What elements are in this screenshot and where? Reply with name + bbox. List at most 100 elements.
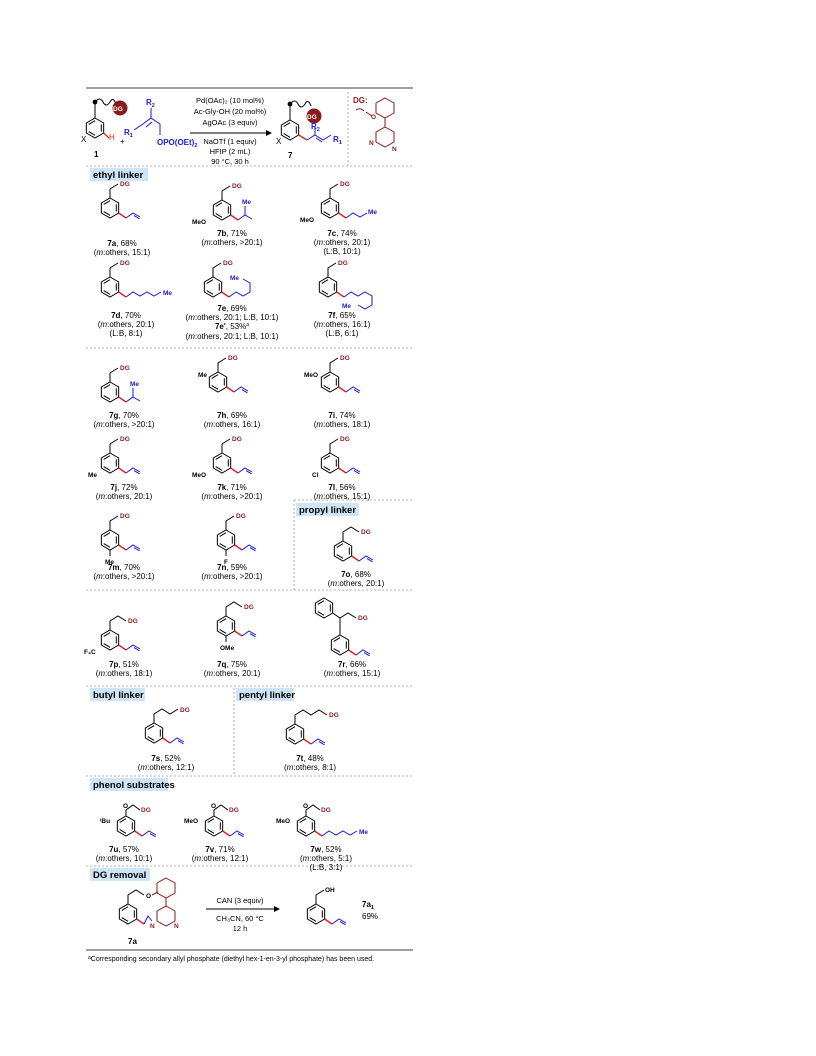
svg-text:R2: R2 [311, 122, 320, 133]
footnote: aCorresponding secondary allyl phosphate… [88, 955, 374, 963]
svg-text:7a1: 7a1 [362, 900, 374, 911]
svg-text:DG: DG [329, 712, 339, 719]
svg-text:DG: DG [340, 436, 350, 443]
caption-7q-yield: 7q, 75% [217, 660, 247, 669]
product-number: 7 [288, 151, 293, 160]
compound-captions: 7a, 68%(m:others, 15:1)7b, 71%(m:others,… [93, 229, 384, 872]
caption-7c-ratio: (m:others, 20:1) [314, 238, 371, 247]
caption-7d-extra: (L:B, 8:1) [110, 329, 143, 338]
svg-text:Me: Me [242, 199, 251, 206]
caption-7j-ratio: (m:others, 20:1) [96, 492, 153, 501]
svg-text:Me: Me [230, 275, 239, 282]
caption-7e-prime-yield: 7e', 53%a [215, 322, 249, 331]
svg-text:Me: Me [88, 472, 97, 479]
dg-removal-cond-below-2: 12 h [233, 924, 248, 933]
section-phenol-substrates: phenol substrates [93, 780, 175, 791]
structure-7h: DG Me [198, 355, 249, 394]
product-7a1-sub: 1 [371, 905, 374, 911]
structure-7w: O DG MeO Me [276, 803, 368, 837]
starting-material-1: X [81, 98, 117, 144]
caption-7f-yield: 7f, 65% [328, 311, 356, 320]
dg-structure [355, 97, 395, 148]
structure-7d: DG Me [100, 260, 172, 298]
cond-above-1: Pd(OAc)₂ (10 mol%) [196, 96, 264, 105]
plus-sign: + [120, 137, 125, 146]
caption-7h-yield: 7h, 69% [217, 411, 247, 420]
caption-7g-ratio: (m:others, >20:1) [93, 420, 154, 429]
svg-text:F₃C: F₃C [84, 649, 96, 656]
svg-text:OH: OH [325, 887, 335, 894]
svg-text:DG: DG [128, 618, 138, 625]
svg-text:DG: DG [141, 807, 151, 814]
svg-text:MeO: MeO [192, 472, 206, 479]
svg-text:Me: Me [163, 290, 172, 297]
structure-7i: DG MeO [304, 355, 361, 394]
caption-7f-ratio: (m:others, 16:1) [314, 320, 371, 329]
svg-text:Me: Me [105, 559, 114, 566]
caption-7a-yield: 7a, 68% [107, 239, 136, 248]
svg-text:R2: R2 [146, 98, 155, 109]
svg-text:R1: R1 [333, 135, 342, 146]
svg-text:DG: DG [340, 181, 350, 188]
caption-7a-ratio: (m:others, 15:1) [94, 248, 151, 257]
section-butyl-linker: butyl linker [93, 690, 144, 701]
caption-7l-yield: 7l, 56% [328, 483, 355, 492]
caption-7i-ratio: (m:others, 18:1) [314, 420, 371, 429]
start-number: 1 [94, 150, 99, 159]
dg-removal-start-label: 7a [128, 937, 137, 946]
svg-text:Me: Me [198, 372, 207, 379]
caption-7t-ratio: (m:others, 8:1) [284, 763, 336, 772]
svg-text:MeO: MeO [192, 219, 206, 226]
svg-text:O: O [146, 893, 151, 900]
caption-7c-extra: (L:B, 10:1) [323, 247, 361, 256]
svg-text:DG: DG [223, 260, 233, 267]
caption-7t-yield: 7t, 48% [296, 754, 324, 763]
reaction-scheme: X DG H 1 + R1 R2 OPO(OEt)2 Pd(OAc)₂ (10 … [81, 92, 397, 166]
caption-7o-ratio: (m:others, 20:1) [328, 579, 385, 588]
caption-7e-prime-ratio: (m:others, 20:1; L:B, 10:1) [186, 332, 279, 341]
caption-7k-ratio: (m:others, >20:1) [201, 492, 262, 501]
caption-7n-yield: 7n, 59% [217, 563, 247, 572]
dg-definition-label: DG: [353, 96, 368, 105]
caption-7w-yield: 7w, 52% [310, 845, 341, 854]
caption-7w-extra: (L:B, 3:1) [310, 863, 343, 872]
svg-text:MeO: MeO [184, 818, 198, 825]
dg-removal-product-7a1: OH [306, 887, 347, 926]
x-label-product: X [276, 137, 282, 146]
dg-removal-cond-above: CAN (3 equiv) [216, 896, 264, 905]
svg-text:R1: R1 [124, 128, 133, 139]
section-propyl-linker: propyl linker [299, 505, 356, 516]
structure-7m: Me DG [100, 513, 141, 566]
svg-text:O: O [123, 803, 128, 810]
svg-text:OMe: OMe [220, 645, 234, 652]
phosphate-label: OPO(OEt) [157, 138, 195, 147]
svg-text:N: N [150, 923, 155, 930]
caption-7u-ratio: (m:others, 10:1) [96, 854, 153, 863]
svg-text:N: N [174, 923, 179, 930]
svg-text:Me: Me [359, 829, 368, 836]
svg-text:MeO: MeO [304, 372, 318, 379]
caption-7e-yield: 7e, 69% [217, 304, 246, 313]
svg-text:O: O [371, 114, 376, 121]
caption-7r-ratio: (m:others, 15:1) [324, 669, 381, 678]
structure-7q: OMe DG [216, 601, 257, 652]
section-ethyl-linker: ethyl linker [93, 170, 143, 181]
caption-7v-yield: 7v, 71% [205, 845, 234, 854]
svg-text:DG: DG [244, 604, 254, 611]
structure-7v: O DG MeO [184, 803, 245, 838]
caption-7p-yield: 7p, 51% [109, 660, 139, 669]
caption-7c-yield: 7c, 74% [327, 229, 356, 238]
h-label: H [109, 133, 115, 142]
svg-text:DG: DG [120, 436, 130, 443]
product-7: X [276, 100, 332, 146]
structure-7u: O DG ᵗBu [100, 803, 157, 838]
cond-above-2: Ac-Gly-OH (20 mol%) [194, 107, 267, 116]
svg-text:DG: DG [180, 707, 190, 714]
x-label: X [81, 135, 87, 144]
caption-7v-ratio: (m:others, 12:1) [192, 854, 249, 863]
structure-7f: DG Me [318, 260, 373, 310]
svg-text:DG: DG [232, 183, 242, 190]
svg-text:DG: DG [340, 355, 350, 362]
caption-7d-ratio: (m:others, 20:1) [98, 320, 155, 329]
